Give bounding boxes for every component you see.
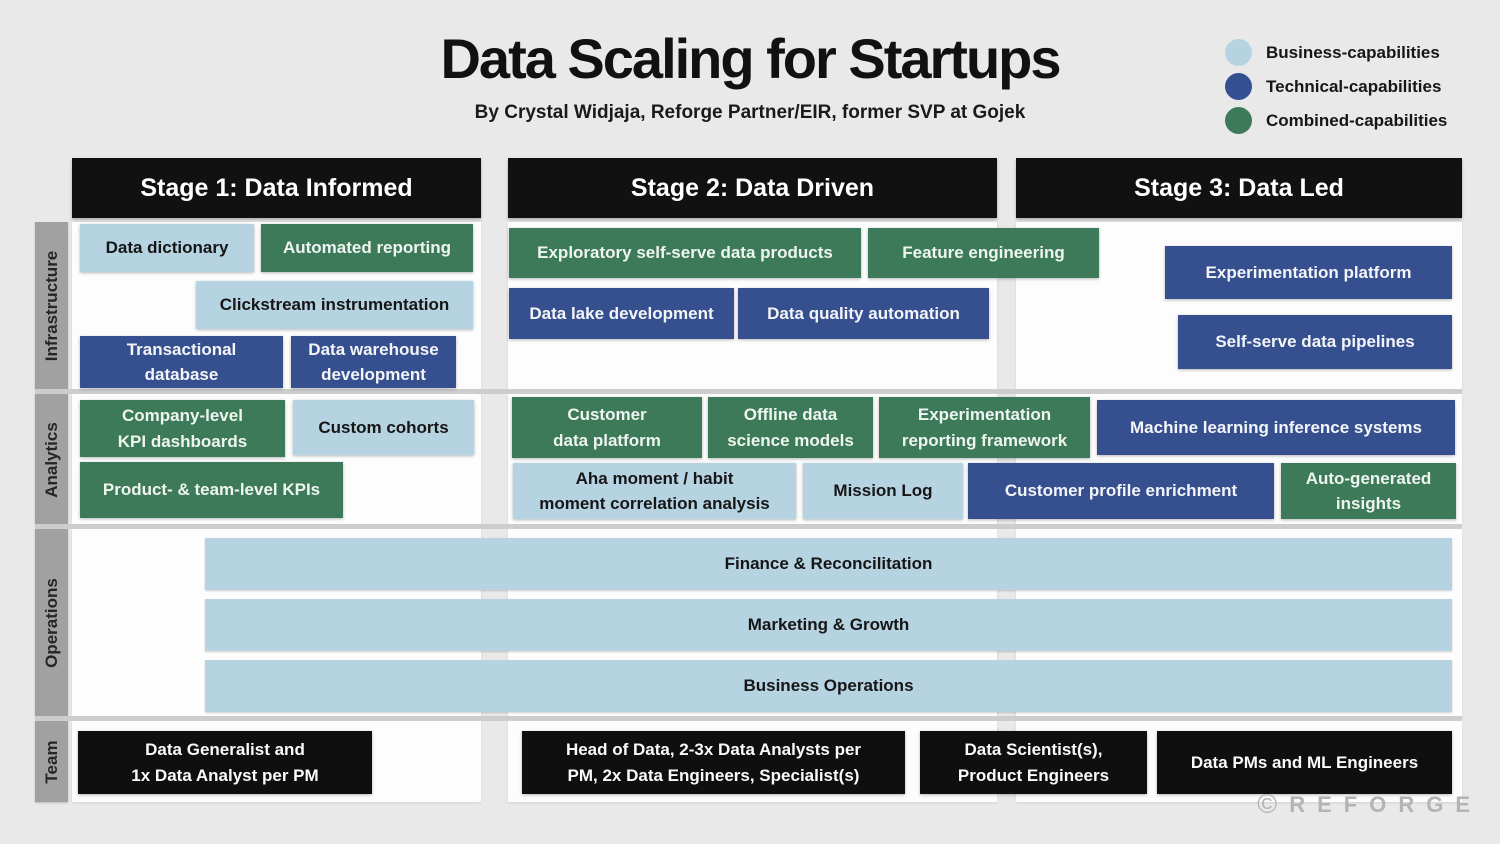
row-label-operations: Operations xyxy=(35,529,68,717)
row-label-team: Team xyxy=(35,721,68,802)
box-customer-profile-enrichment: Customer profile enrichment xyxy=(968,463,1274,519)
box-company-level-kpi-dashboards: Company-level KPI dashboards xyxy=(80,400,285,457)
box-custom-cohorts: Custom cohorts xyxy=(293,400,474,455)
row-label-infrastructure: Infrastructure xyxy=(35,222,68,390)
page-subtitle: By Crystal Widjaja, Reforge Partner/EIR,… xyxy=(474,101,1026,123)
row-divider xyxy=(35,716,1462,721)
box-offline-data-science-models: Offline data science models xyxy=(708,397,873,458)
row-label-text: Operations xyxy=(41,578,61,668)
box-aha-moment-correlation-analysis: Aha moment / habit moment correlation an… xyxy=(513,463,796,519)
box-feature-engineering: Feature engineering xyxy=(868,228,1099,278)
legend-item-business: Business-capabilities xyxy=(1225,39,1447,66)
row-label-text: Analytics xyxy=(41,421,61,498)
box-team-stage1: Data Generalist and 1x Data Analyst per … xyxy=(78,731,372,794)
box-data-dictionary: Data dictionary xyxy=(80,224,254,272)
legend-label: Combined-capabilities xyxy=(1266,110,1448,130)
box-team-stage2: Head of Data, 2-3x Data Analysts per PM,… xyxy=(522,731,905,794)
box-exploratory-self-serve-data-products: Exploratory self-serve data products xyxy=(509,228,861,278)
box-self-serve-data-pipelines: Self-serve data pipelines xyxy=(1178,315,1452,369)
box-team-stage2b: Data Scientist(s), Product Engineers xyxy=(920,731,1147,794)
row-label-analytics: Analytics xyxy=(35,394,68,525)
row-label-text: Infrastructure xyxy=(41,250,61,362)
legend-item-technical: Technical-capabilities xyxy=(1225,73,1447,100)
box-machine-learning-inference-systems: Machine learning inference systems xyxy=(1097,400,1455,455)
row-divider xyxy=(35,524,1462,529)
box-mission-log: Mission Log xyxy=(803,463,963,519)
box-customer-data-platform: Customer data platform xyxy=(512,397,702,458)
technical-capabilities-swatch-icon xyxy=(1225,73,1252,100)
bar-business-operations: Business Operations xyxy=(205,660,1452,712)
box-data-lake-development: Data lake development xyxy=(509,288,734,339)
page-title: Data Scaling for Startups xyxy=(440,27,1061,90)
reforge-watermark: © REFORGE xyxy=(1257,789,1482,820)
box-clickstream-instrumentation: Clickstream instrumentation xyxy=(196,281,473,329)
legend-item-combined: Combined-capabilities xyxy=(1225,107,1447,134)
copyright-icon: © xyxy=(1257,789,1278,819)
box-product-team-level-kpis: Product- & team-level KPIs xyxy=(80,462,343,518)
brand-name: REFORGE xyxy=(1289,791,1482,817)
box-team-stage3: Data PMs and ML Engineers xyxy=(1157,731,1452,794)
legend: Business-capabilities Technical-capabili… xyxy=(1225,39,1447,134)
combined-capabilities-swatch-icon xyxy=(1225,107,1252,134)
box-experimentation-reporting-framework: Experimentation reporting framework xyxy=(879,397,1090,458)
box-data-quality-automation: Data quality automation xyxy=(738,288,989,339)
legend-label: Business-capabilities xyxy=(1266,42,1440,62)
stage-2-header: Stage 2: Data Driven xyxy=(508,158,997,218)
box-automated-reporting: Automated reporting xyxy=(261,224,473,272)
box-auto-generated-insights: Auto-generated insights xyxy=(1281,463,1456,519)
box-experimentation-platform: Experimentation platform xyxy=(1165,246,1452,299)
legend-label: Technical-capabilities xyxy=(1266,76,1442,96)
box-transactional-database: Transactional database xyxy=(80,336,283,388)
business-capabilities-swatch-icon xyxy=(1225,39,1252,66)
box-data-warehouse-development: Data warehouse development xyxy=(291,336,456,388)
bar-marketing-growth: Marketing & Growth xyxy=(205,599,1452,651)
bar-finance-reconcilitation: Finance & Reconcilitation xyxy=(205,538,1452,590)
stage-3-header: Stage 3: Data Led xyxy=(1016,158,1462,218)
row-divider xyxy=(35,389,1462,394)
row-label-text: Team xyxy=(41,739,61,784)
header: Data Scaling for Startups By Crystal Wid… xyxy=(250,28,1250,124)
stage-1-header: Stage 1: Data Informed xyxy=(72,158,481,218)
